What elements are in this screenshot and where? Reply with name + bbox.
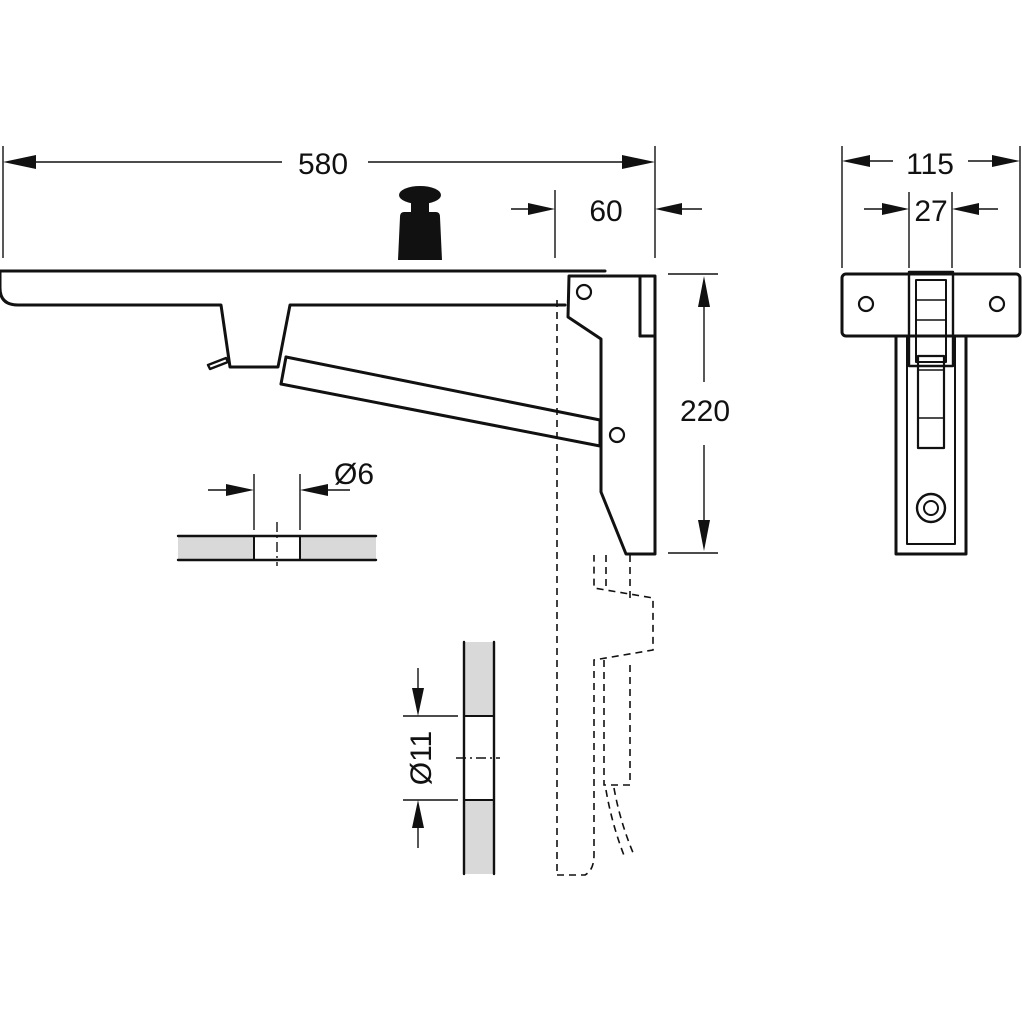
pivot-hole-top — [575, 283, 593, 301]
weight-icon — [398, 186, 442, 260]
front-view-bracket — [840, 270, 1022, 556]
pivot-hole-bottom — [608, 426, 626, 444]
dimension-220-label: 220 — [680, 395, 730, 428]
dimension-115-label: 115 — [906, 148, 954, 181]
folded-position-outline — [556, 300, 654, 876]
flange-hole-left — [857, 295, 875, 313]
dimension-27: 27 — [864, 192, 998, 268]
dimension-27-label: 27 — [914, 195, 947, 228]
hole-detail-6: Ø6 — [176, 458, 378, 566]
mounting-plate — [566, 274, 657, 556]
dimension-60: 60 — [511, 190, 702, 258]
dimension-60-label: 60 — [589, 195, 622, 228]
bracket-arm — [0, 269, 607, 371]
dimension-115: 115 — [841, 146, 1021, 268]
hole-detail-11: Ø11 — [403, 640, 500, 876]
hole-large-label: Ø11 — [405, 731, 438, 785]
flange-hole-right — [988, 295, 1006, 313]
dimension-220: 220 — [668, 273, 730, 554]
hole-small-label: Ø6 — [334, 458, 374, 491]
fastener-outer — [915, 492, 947, 524]
dimension-580-label: 580 — [298, 148, 348, 181]
diagonal-strut — [279, 355, 602, 448]
dimension-580: 580 — [2, 146, 656, 258]
fastener-inner — [923, 500, 939, 516]
